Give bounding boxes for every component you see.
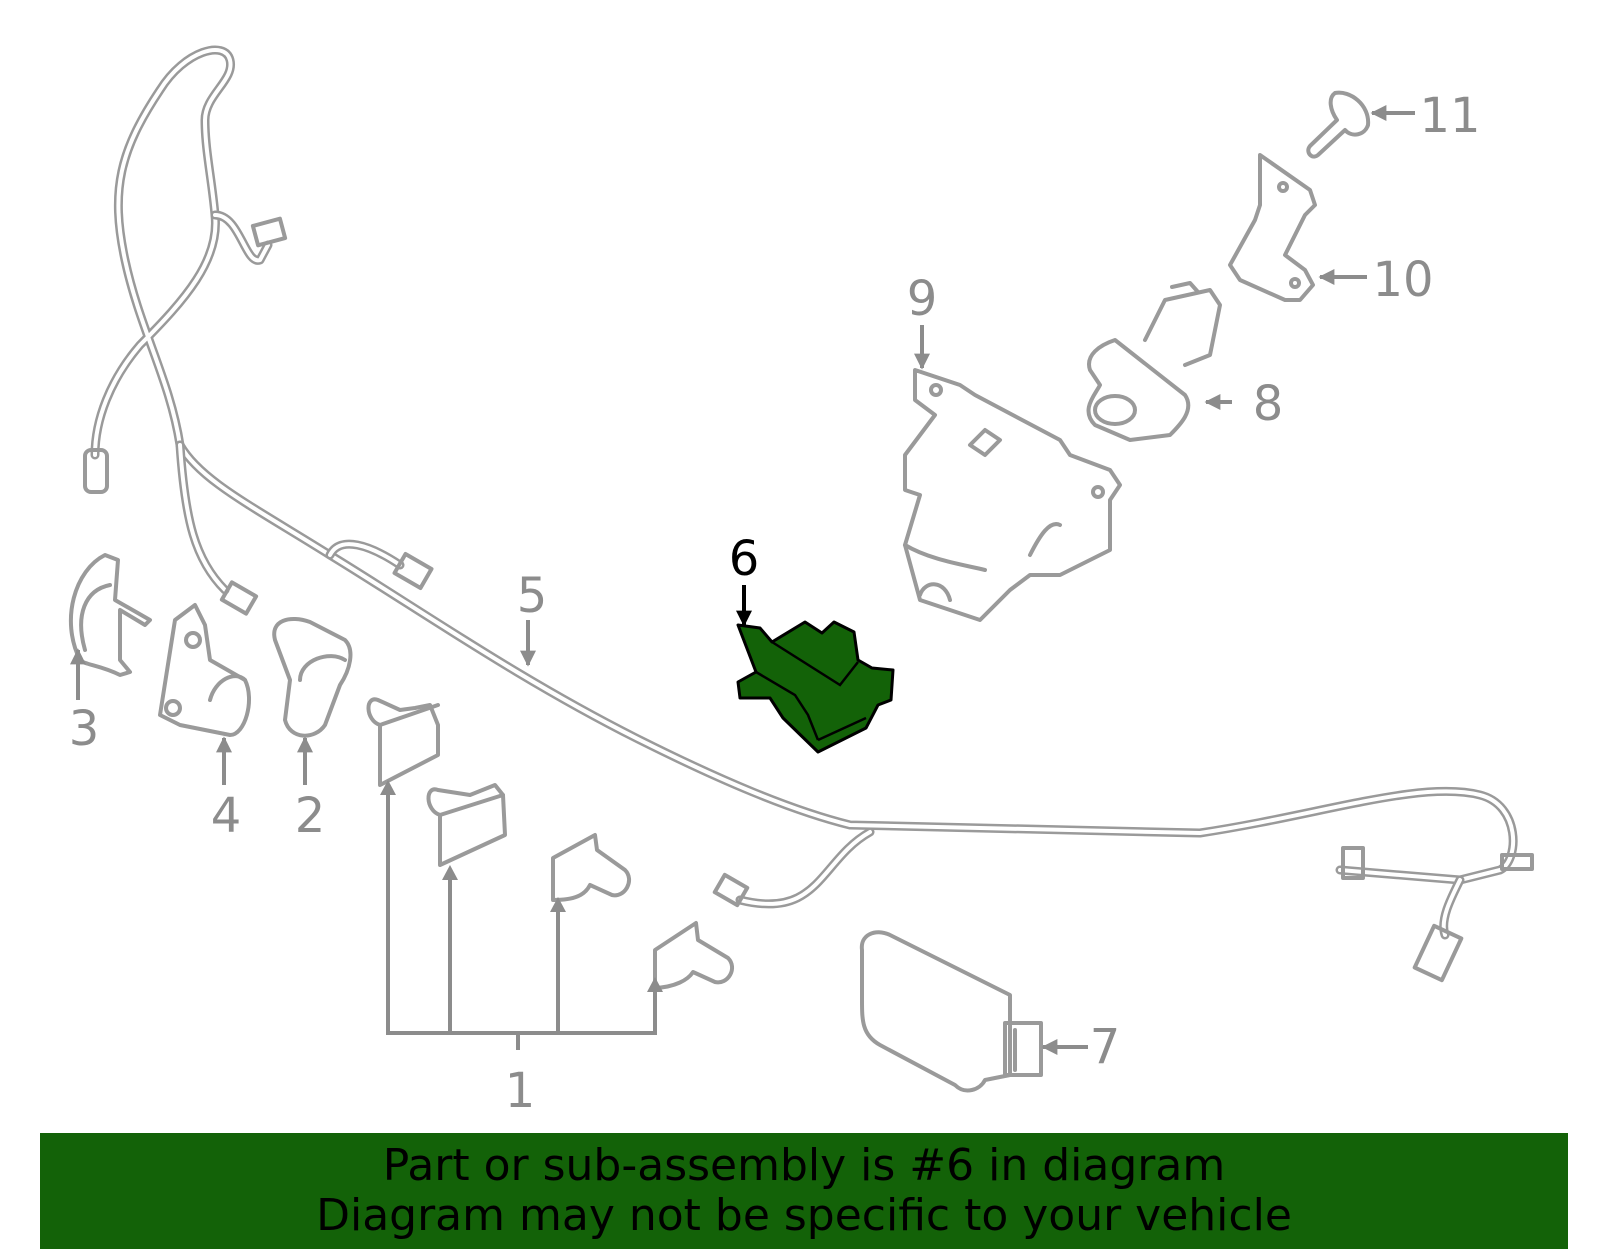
sensor-holder-2 <box>272 617 353 738</box>
mounting-bracket-10 <box>1228 153 1317 302</box>
callout-5: 5 <box>517 568 548 624</box>
camera-bracket-9 <box>903 368 1122 622</box>
sensor-bracket-4 <box>158 603 251 737</box>
callout-11: 11 <box>1419 88 1480 144</box>
banner-line-2: Diagram may not be specific to your vehi… <box>316 1190 1292 1241</box>
wiring-harness <box>83 45 1534 983</box>
callout-6: 6 <box>729 531 760 587</box>
info-banner: Part or sub-assembly is #6 in diagram Di… <box>40 1133 1568 1249</box>
callout-3: 3 <box>69 701 100 757</box>
callout-7: 7 <box>1090 1019 1121 1075</box>
camera-8 <box>1086 281 1222 442</box>
parking-sensor-c <box>551 833 632 902</box>
control-module-7 <box>859 930 1043 1093</box>
callout-2: 2 <box>295 788 326 844</box>
sensor-bracket-3 <box>68 553 152 677</box>
parking-sensor-d <box>653 921 735 990</box>
callout-leaders <box>70 105 1415 1055</box>
callout-numbers: 1 2 3 4 5 6 7 8 9 10 11 <box>69 88 1481 1119</box>
callout-10: 10 <box>1372 252 1433 308</box>
callout-4: 4 <box>211 788 242 844</box>
bolt-11 <box>1306 90 1371 159</box>
parking-sensor-a <box>366 697 440 787</box>
highlighted-part-6 <box>736 620 895 754</box>
callout-8: 8 <box>1253 376 1284 432</box>
parking-sensor-b <box>426 783 507 867</box>
banner-line-1: Part or sub-assembly is #6 in diagram <box>382 1140 1226 1191</box>
callout-1: 1 <box>505 1063 536 1119</box>
callout-9: 9 <box>907 271 938 327</box>
